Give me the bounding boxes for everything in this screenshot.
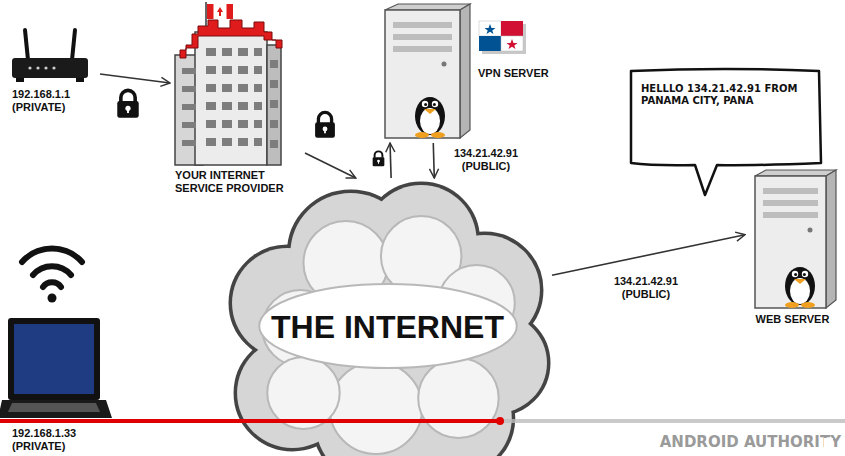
- flag-icon: [479, 21, 526, 54]
- node-label: VPN SERVER: [478, 67, 554, 80]
- building-icon: [175, 2, 282, 165]
- wifi-icon: [48, 294, 57, 303]
- isp-node: YOUR INTERNET SERVICE PROVIDER: [170, 3, 305, 203]
- node-label: 192.168.1.1 (PRIVATE): [12, 88, 98, 114]
- speech-bubble-node: HELLLO 134.21.42.91 FROM PANAMA CITY, PA…: [625, 65, 825, 200]
- router-node: 192.168.1.1 (PRIVATE): [8, 28, 100, 120]
- laptop-node: 192.168.1.33 (PRIVATE): [2, 305, 127, 456]
- lock-icon: [373, 151, 385, 166]
- node-label: HELLLO 134.21.42.91 FROM PANAMA CITY, PA…: [641, 83, 801, 107]
- arrow-connector: [552, 235, 745, 276]
- lock-icon: [117, 90, 138, 117]
- node-label: 192.168.1.33 (PRIVATE): [12, 427, 122, 453]
- laptop-icon: [0, 318, 112, 418]
- node-label: WEB SERVER: [745, 313, 840, 326]
- server-icon: [755, 170, 836, 308]
- node-label: YOUR INTERNET SERVICE PROVIDER: [175, 169, 303, 195]
- server-icon: [385, 4, 470, 138]
- ip-address-label: 134.21.42.91 (PUBLIC): [598, 274, 694, 302]
- arrow-connector: [432, 143, 435, 178]
- lock-icon: [315, 112, 335, 137]
- router-icon: [12, 30, 88, 82]
- arrow-connector: [305, 153, 356, 178]
- arrow-connector: [390, 143, 391, 178]
- internet-cloud-node: THE INTERNET: [225, 178, 552, 456]
- web-server-node: WEB SERVER: [745, 165, 842, 335]
- arrow-connector: [100, 74, 170, 83]
- ip-address-label: 134.21.42.91 (PUBLIC): [443, 146, 529, 174]
- watermark: ANDROID AUTHORITY: [660, 433, 841, 451]
- vpn-server-node: VPN SERVER: [375, 3, 556, 143]
- wifi-icon: [22, 248, 82, 287]
- node-label: THE INTERNET: [225, 308, 550, 346]
